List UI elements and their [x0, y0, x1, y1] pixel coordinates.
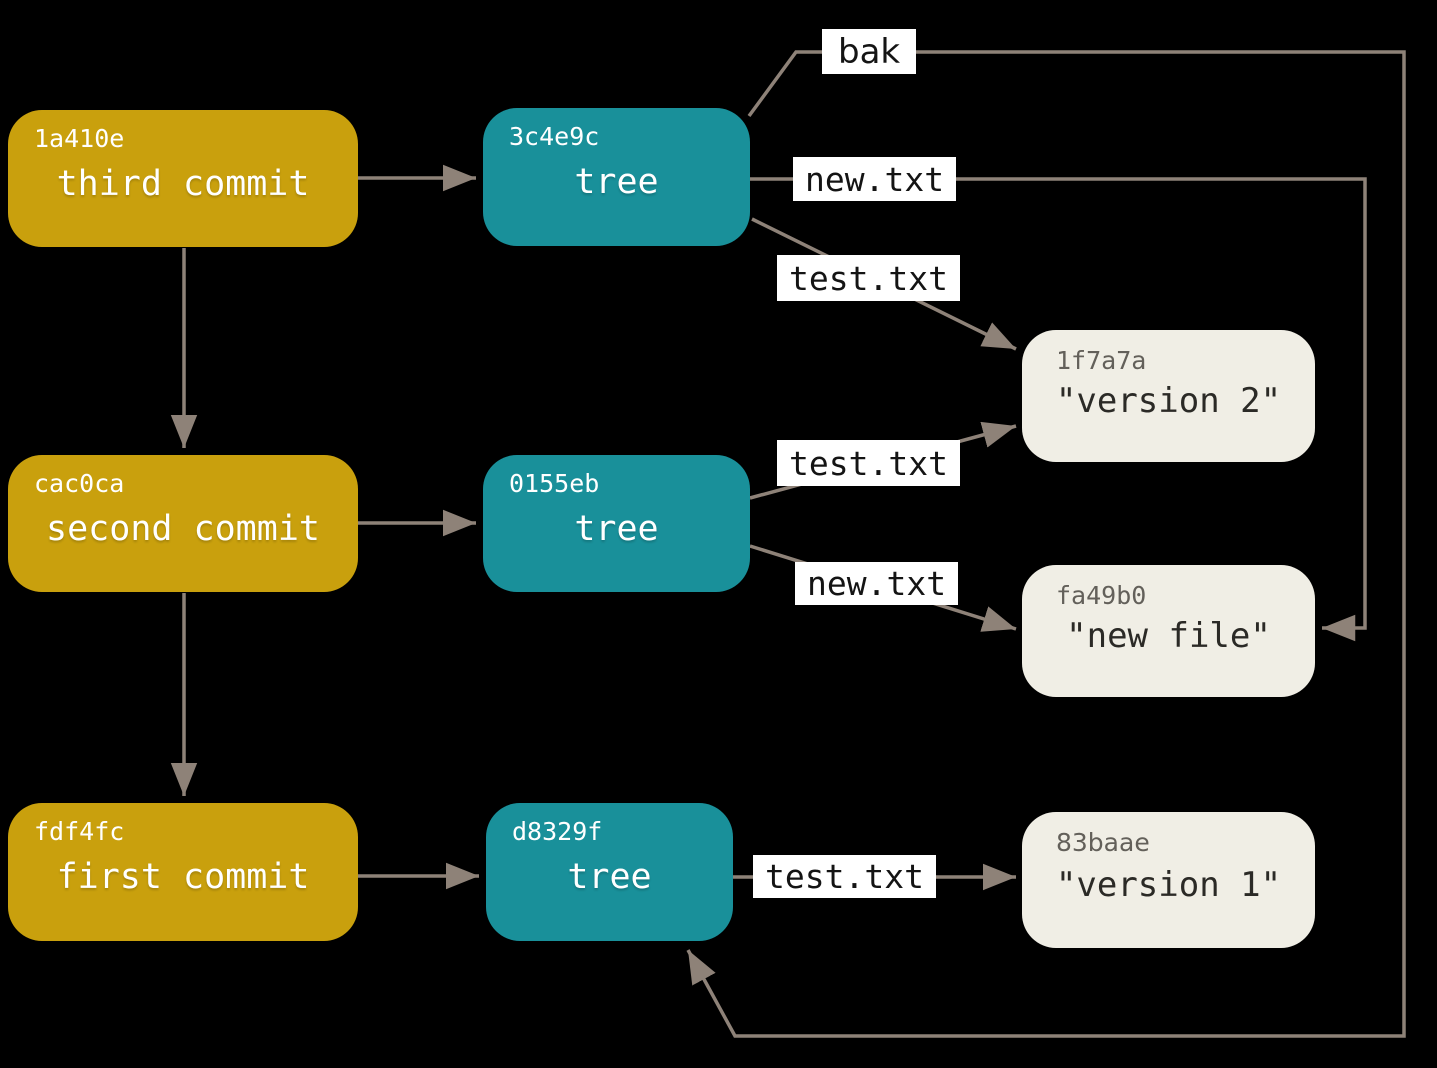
tree-hash: 0155eb	[509, 469, 600, 498]
edge-label-newtxt-top: new.txt	[793, 157, 957, 201]
blob-node-83baae: 83baae "version 1"	[1022, 812, 1315, 948]
blob-node-fa49b0: fa49b0 "new file"	[1022, 565, 1315, 697]
tree-node-0155eb: 0155eb tree	[483, 455, 750, 592]
edge-label-bak: bak	[822, 29, 917, 74]
commit-hash: fdf4fc	[34, 817, 125, 846]
blob-node-1f7a7a: 1f7a7a "version 2"	[1022, 330, 1315, 462]
edge-newtxt-top-to-new-file-blob	[750, 177, 1367, 642]
commit-hash: cac0ca	[34, 469, 125, 498]
blob-hash: fa49b0	[1056, 581, 1147, 610]
commit-title: third commit	[56, 163, 310, 204]
edge-label-newtxt-mid: new.txt	[795, 562, 959, 605]
commit-title: first commit	[56, 857, 310, 897]
tree-hash: 3c4e9c	[509, 122, 600, 151]
tree-title: tree	[574, 162, 659, 202]
blob-title: "version 2"	[1055, 381, 1282, 421]
commit-title: second commit	[46, 508, 320, 549]
blob-title: "version 1"	[1055, 865, 1282, 905]
blob-title: "new file"	[1066, 616, 1271, 656]
commit-node-second: cac0ca second commit	[8, 455, 358, 592]
tree-node-d8329f: d8329f tree	[486, 803, 733, 941]
blob-hash: 83baae	[1056, 828, 1150, 857]
commit-hash: 1a410e	[34, 124, 125, 153]
tree-hash: d8329f	[512, 817, 603, 846]
edge-label-testtxt-top: test.txt	[777, 255, 960, 301]
blob-hash: 1f7a7a	[1056, 346, 1147, 375]
edge-label-testtxt-bottom: test.txt	[753, 855, 936, 898]
tree-title: tree	[574, 508, 659, 549]
tree-node-3c4e9c: 3c4e9c tree	[483, 108, 750, 246]
edge-label-testtxt-mid: test.txt	[777, 440, 960, 486]
commit-node-first: fdf4fc first commit	[8, 803, 358, 941]
commit-node-third: 1a410e third commit	[8, 110, 358, 247]
tree-title: tree	[567, 857, 652, 897]
edge-bak-to-backup-tree	[686, 50, 1406, 1038]
